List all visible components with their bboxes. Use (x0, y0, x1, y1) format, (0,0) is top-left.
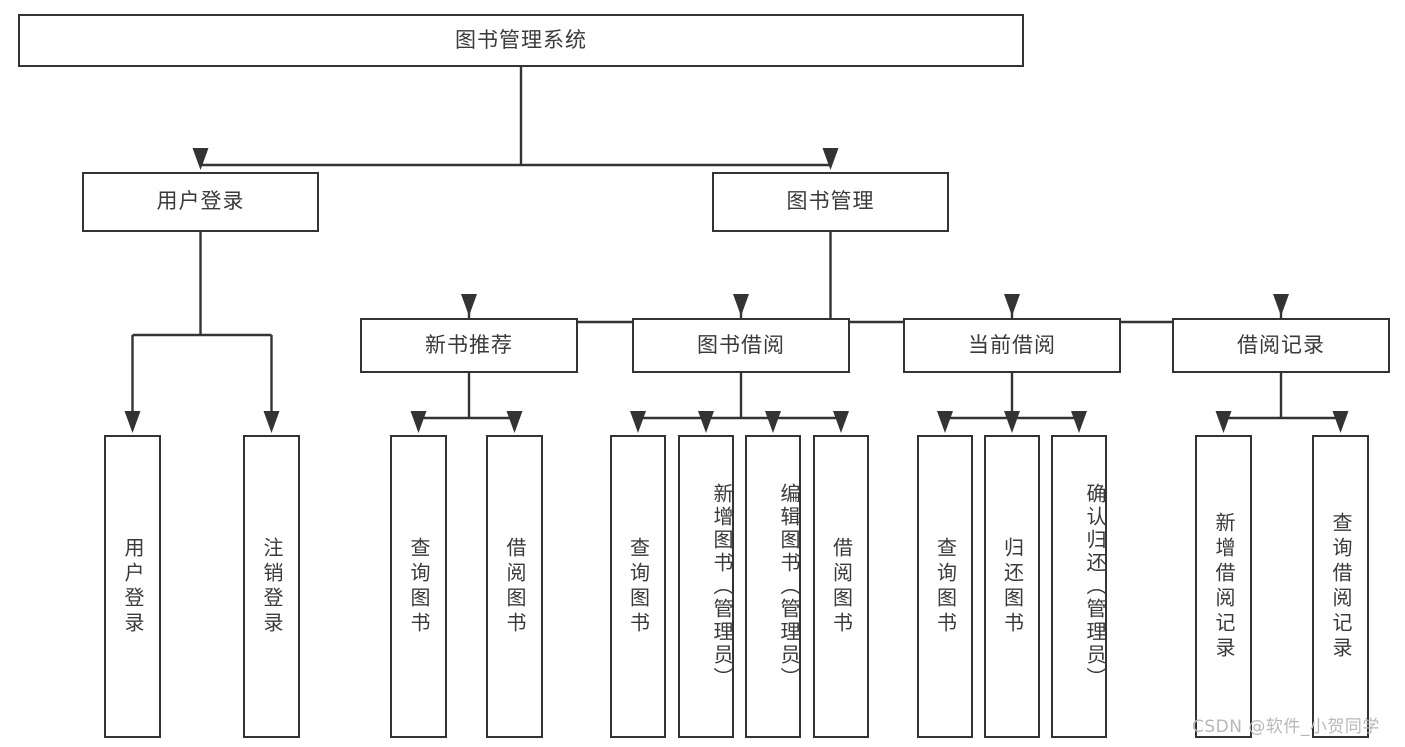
node-l1-book-mgmt: 图书管理 (712, 172, 949, 232)
node-leaf-add-book: 新增图书（管理员） (678, 435, 734, 738)
node-label: 图书管理系统 (455, 27, 587, 52)
node-l1-user-login: 用户登录 (82, 172, 319, 232)
node-label: 归还图书 (1000, 536, 1025, 637)
node-label: 查询图书 (626, 536, 651, 637)
node-label: 借阅记录 (1237, 332, 1325, 357)
node-root: 图书管理系统 (18, 14, 1024, 67)
arrowhead-l1-book-mgmt-2 (1004, 294, 1020, 316)
node-leaf-borrow-book-a: 借阅图书 (486, 435, 543, 738)
arrowhead-l2-book-borrow-3 (833, 411, 849, 433)
node-label: 图书管理 (786, 189, 875, 214)
arrowhead-l2-borrow-record-1 (1332, 411, 1349, 433)
node-leaf-borrow-book-b: 借阅图书 (813, 435, 869, 738)
arrowhead-l2-current-borrow-0 (937, 411, 953, 433)
node-l2-book-borrow: 图书借阅 (632, 318, 850, 373)
arrowhead-l1-user-login-1 (263, 411, 280, 433)
node-leaf-query-book-c: 查询图书 (917, 435, 973, 738)
node-leaf-query-record: 查询借阅记录 (1312, 435, 1369, 738)
node-leaf-confirm-return: 确认归还（管理员） (1051, 435, 1107, 738)
node-label: 查询图书 (407, 536, 431, 637)
node-label: 图书借阅 (697, 332, 785, 357)
arrowhead-l1-user-login-0 (124, 411, 141, 433)
arrowhead-l2-book-borrow-0 (630, 411, 646, 433)
node-leaf-add-record: 新增借阅记录 (1195, 435, 1252, 738)
arrowhead-l2-current-borrow-1 (1004, 411, 1020, 433)
node-label: 借阅图书 (829, 536, 854, 637)
node-l2-new-book-rec: 新书推荐 (360, 318, 578, 373)
node-label: 借阅图书 (503, 536, 527, 637)
node-label: 编辑图书（管理员） (777, 483, 801, 690)
csdn-watermark: CSDN @软件_小贺同学 (1192, 717, 1380, 737)
arrowhead-l1-book-mgmt-1 (733, 294, 749, 316)
node-l2-current-borrow: 当前借阅 (903, 318, 1121, 373)
arrowhead-root-1 (822, 148, 839, 170)
node-label: 查询图书 (933, 536, 958, 637)
node-label: 确认归还（管理员） (1083, 483, 1107, 690)
node-label: 查询借阅记录 (1329, 511, 1353, 662)
node-leaf-query-book-a: 查询图书 (390, 435, 447, 738)
node-label: 用户登录 (156, 189, 245, 214)
node-l2-borrow-record: 借阅记录 (1172, 318, 1390, 373)
node-label: 当前借阅 (968, 332, 1056, 357)
arrowhead-l1-book-mgmt-3 (1273, 294, 1289, 316)
node-leaf-edit-book: 编辑图书（管理员） (745, 435, 801, 738)
arrowhead-l2-new-book-rec-0 (410, 411, 427, 433)
node-label: 用户登录 (121, 536, 145, 637)
node-leaf-user-login: 用户登录 (104, 435, 161, 738)
node-label: 新书推荐 (425, 332, 513, 357)
arrowhead-l2-book-borrow-1 (698, 411, 714, 433)
node-label: 新增借阅记录 (1212, 511, 1236, 662)
node-leaf-return-book: 归还图书 (984, 435, 1040, 738)
node-label: 注销登录 (260, 536, 284, 637)
arrowhead-l2-borrow-record-0 (1215, 411, 1232, 433)
node-leaf-logout: 注销登录 (243, 435, 300, 738)
node-label: 新增图书（管理员） (710, 483, 734, 690)
arrowhead-l2-new-book-rec-1 (506, 411, 523, 433)
node-leaf-query-book-b: 查询图书 (610, 435, 666, 738)
arrowhead-l2-current-borrow-2 (1071, 411, 1087, 433)
arrowhead-l2-book-borrow-2 (765, 411, 781, 433)
arrowhead-root-0 (192, 148, 209, 170)
arrowhead-l1-book-mgmt-0 (461, 294, 477, 316)
